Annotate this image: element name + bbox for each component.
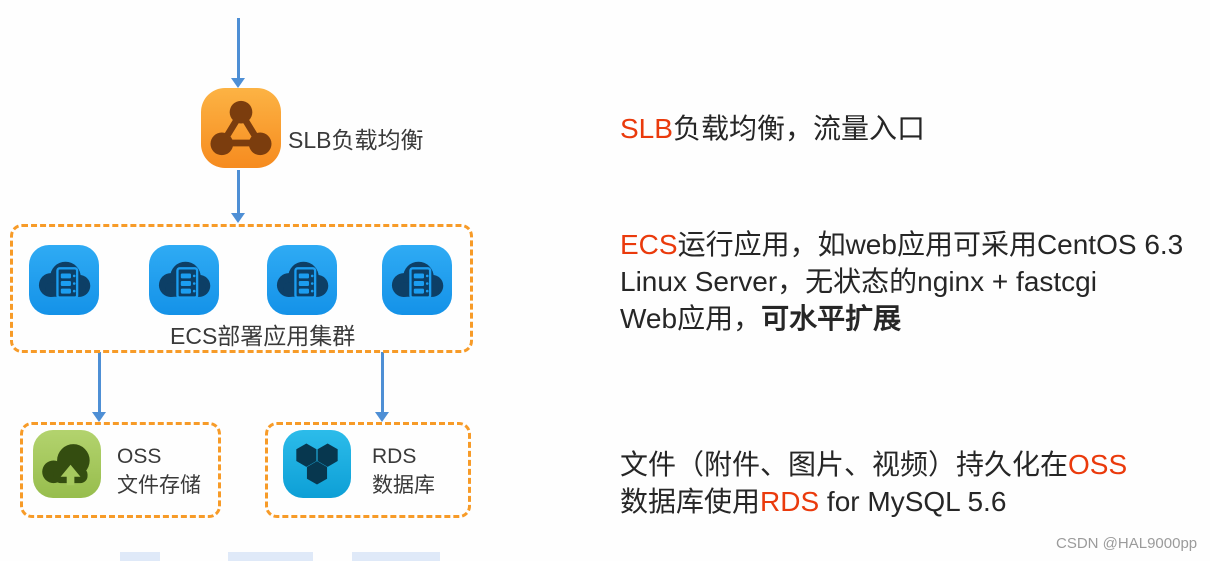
watermark: CSDN @HAL9000pp <box>1056 535 1198 552</box>
cropped-content-strip <box>120 552 160 561</box>
arrow-down-icon <box>375 352 389 422</box>
arrow-shaft <box>97 352 101 413</box>
annotation-ecs-line3-bold: 可水平扩展 <box>761 303 902 334</box>
oss-title: OSS <box>117 445 162 468</box>
oss-node-label: OSS 文件存储 <box>117 442 201 500</box>
annotation-ecs-line2: Linux Server，无状态的nginx + fastcgi <box>620 266 1097 297</box>
annotation-ecs-accent: ECS <box>620 229 678 260</box>
slb-node-label: SLB负载均衡 <box>288 127 424 153</box>
annotation-storage-line2-accent: RDS <box>760 486 820 517</box>
arrow-head <box>375 412 389 422</box>
arrow-head <box>92 412 106 422</box>
rds-subtitle: 数据库 <box>372 474 435 497</box>
arrow-down-icon <box>92 352 106 422</box>
arrow-down-icon <box>231 170 245 223</box>
ecs-cluster-box <box>10 224 473 353</box>
database-icon <box>283 430 351 498</box>
arrow-head <box>231 78 245 88</box>
arrow-shaft <box>236 18 240 79</box>
cloud-server-icon <box>149 245 219 315</box>
arrow-head <box>231 213 245 223</box>
oss-subtitle: 文件存储 <box>117 474 201 497</box>
annotation-slb: SLB负载均衡，流量入口 <box>620 110 925 147</box>
rds-box <box>265 422 471 518</box>
arrow-shaft <box>236 170 240 214</box>
load-balancer-icon <box>201 88 281 168</box>
object-storage-icon <box>33 430 101 498</box>
cloud-server-icon <box>29 245 99 315</box>
cloud-server-icon <box>267 245 337 315</box>
annotation-storage-line2-pre: 数据库使用 <box>620 486 761 517</box>
annotation-storage: 文件（附件、图片、视频）持久化在OSS 数据库使用RDS for MySQL 5… <box>620 446 1200 520</box>
arrow-down-icon <box>231 18 245 88</box>
annotation-slb-rest: 负载均衡，流量入口 <box>672 113 925 144</box>
annotation-storage-line1-accent: OSS <box>1068 449 1128 480</box>
annotation-slb-accent: SLB <box>620 113 673 144</box>
cropped-content-strip <box>228 552 313 561</box>
rds-node-label: RDS 数据库 <box>372 442 435 500</box>
annotation-ecs: ECS运行应用，如web应用可采用CentOS 6.3 Linux Server… <box>620 226 1200 337</box>
ecs-cluster-label: ECS部署应用集群 <box>170 323 356 349</box>
annotation-ecs-line1: 运行应用，如web应用可采用CentOS 6.3 <box>677 229 1184 260</box>
annotation-ecs-line3-pre: Web应用， <box>620 303 762 334</box>
annotation-storage-line1-pre: 文件（附件、图片、视频）持久化在 <box>620 449 1069 480</box>
cloud-server-icon <box>382 245 452 315</box>
arrow-shaft <box>380 352 384 413</box>
rds-title: RDS <box>372 445 417 468</box>
oss-box <box>20 422 221 518</box>
cropped-content-strip <box>352 552 440 561</box>
annotation-storage-line2-rest: for MySQL 5.6 <box>819 486 1007 517</box>
